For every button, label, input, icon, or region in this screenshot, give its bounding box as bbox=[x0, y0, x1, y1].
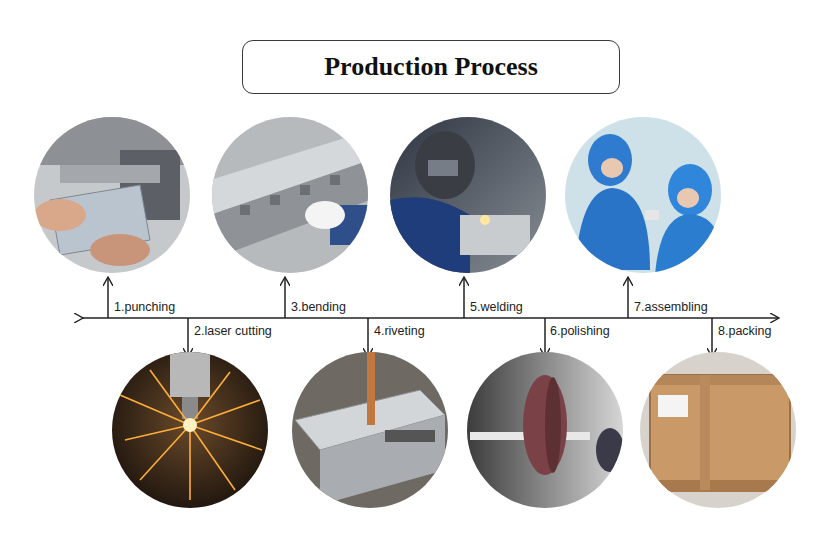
step-label: 7.assembling bbox=[633, 300, 709, 315]
step-label: 1.punching bbox=[113, 300, 176, 315]
step-label: 8.packing bbox=[717, 324, 773, 339]
step-label: 3.bending bbox=[290, 300, 347, 315]
step-label: 4.riveting bbox=[373, 324, 426, 339]
step-label: 5.welding bbox=[469, 300, 524, 315]
title-text: Production Process bbox=[324, 52, 538, 82]
step-label: 6.polishing bbox=[549, 324, 611, 339]
step-label: 2.laser cutting bbox=[193, 324, 273, 339]
title-box: Production Process bbox=[242, 40, 620, 94]
